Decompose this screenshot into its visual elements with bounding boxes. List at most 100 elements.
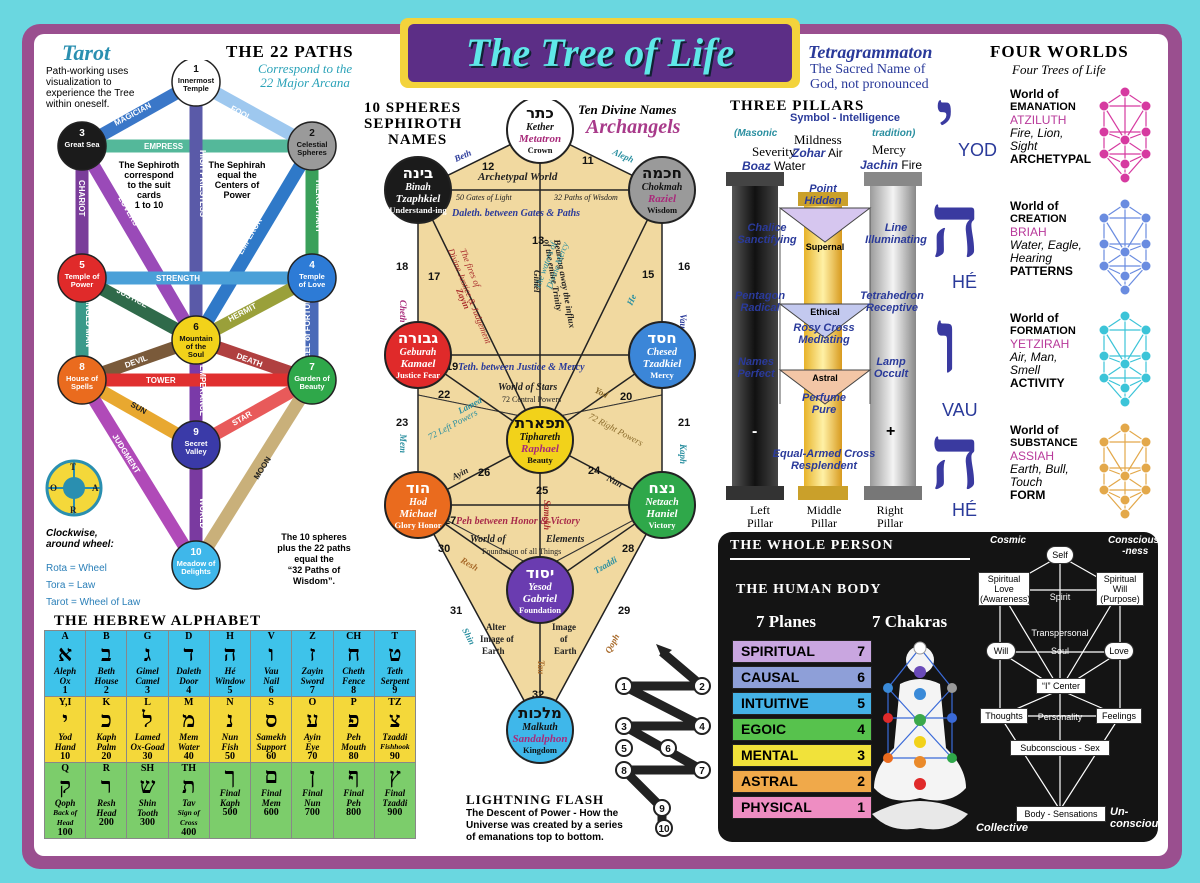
- plane-name: ASTRAL: [741, 773, 798, 789]
- stars-label: World of Stars: [498, 382, 557, 393]
- pillars-symbol: Symbol - Intelligence: [790, 112, 901, 124]
- hebrew-l: Q: [61, 763, 69, 774]
- hebrew-m: Kaph: [219, 798, 240, 808]
- flash-node-number: 3: [621, 722, 627, 733]
- tarot-intro-line: visualization to: [46, 77, 112, 88]
- flash-text-line: of emanations top to bottom.: [466, 832, 604, 843]
- sephirah-meaning: Victory: [648, 520, 676, 530]
- flash-node-circle: [615, 717, 633, 735]
- hebrew-m: Fence: [342, 676, 366, 686]
- flash-node: 5: [615, 739, 633, 757]
- paths-title: THE 22 PATHS: [226, 42, 354, 61]
- hebrew-g: ן: [309, 763, 316, 788]
- tetra-letter-he: ה: [930, 173, 981, 277]
- flash-node-circle: [615, 677, 633, 695]
- hebrew-n: Daleth: [176, 666, 202, 676]
- sephirah-circle: [506, 556, 574, 624]
- conscious-label: Conscious--ness: [1108, 535, 1162, 557]
- names-line: Names: [737, 356, 775, 368]
- path-number: 24: [588, 465, 601, 477]
- wheel-letter: A: [92, 483, 99, 493]
- hebrew-n: Shin: [138, 798, 157, 808]
- flash-node-circle: [615, 761, 633, 779]
- flash-node-number: 10: [658, 824, 670, 835]
- hebrew-g: ף: [347, 763, 360, 788]
- i-center-box: “I” Center: [1036, 678, 1086, 694]
- sephirah-meaning: Crown: [528, 145, 553, 155]
- path-label: JUDGMENT: [110, 432, 141, 475]
- tarot-intro-line: experience the Tree: [46, 88, 135, 99]
- rota-line: Tarot = Wheel of Law: [46, 597, 141, 608]
- sephirah-hebrew: חסד: [647, 329, 676, 347]
- sephirah-hebrew: חכמה: [642, 164, 682, 182]
- paths-note-line: equal the: [294, 554, 334, 564]
- path-number: 20: [620, 391, 632, 403]
- elements-label: Elements: [545, 534, 584, 545]
- path-number: 29: [618, 605, 630, 617]
- hebrew-n: Zayin: [301, 666, 324, 676]
- hebrew-v: 30: [142, 751, 153, 762]
- hebrew-v: 1: [62, 685, 68, 696]
- tarot-node-label: Innermost: [178, 76, 215, 85]
- path-number: 21: [678, 417, 690, 429]
- conscious-line: -ness: [1122, 546, 1149, 557]
- note-line: cards: [136, 190, 162, 200]
- flash-node-number: 8: [621, 766, 627, 777]
- point-line: Point: [809, 183, 837, 195]
- hebrew-l: CH: [346, 631, 362, 642]
- path-letter: Cheth: [398, 300, 408, 323]
- image-line: Earth: [554, 646, 577, 656]
- hebrew-v: 70: [307, 751, 318, 762]
- sephirah-meaning: Understand-ing: [389, 205, 447, 215]
- right-line: Right: [876, 503, 904, 517]
- peh-label: Peh between Honor & Victory: [456, 516, 580, 527]
- sephirah-name: Yesod: [528, 582, 552, 593]
- hebrew-n: Vau: [263, 666, 279, 676]
- tarot-node-circle: [287, 355, 337, 405]
- tetra-letter-vau: ו: [936, 289, 959, 393]
- tarot-node-number: 8: [79, 362, 85, 373]
- middle-line: Pillar: [811, 516, 837, 530]
- hebrew-m: Tzaddi: [382, 798, 408, 808]
- path-number: 30: [438, 543, 450, 555]
- tarot-wheel-icon: T A R O: [45, 459, 103, 517]
- tarot-node-label: House of: [66, 374, 99, 383]
- flash-title: Lightning Flash: [466, 792, 605, 807]
- hebrew-l: P: [350, 697, 357, 708]
- tarot-node-label: Soul: [188, 350, 204, 359]
- tarot-node-label: Beauty: [299, 382, 325, 391]
- path-label: HANGED MAN: [84, 292, 93, 347]
- tarot-node-circle: [287, 253, 337, 303]
- feelings-box: Feelings: [1096, 708, 1142, 724]
- path-letter: Mem: [398, 433, 408, 453]
- hebrew-n: Final: [219, 788, 241, 798]
- zohar-air: Zohar Air: [792, 146, 843, 160]
- hebrew-g: י: [62, 707, 68, 732]
- flash-node-circle: [655, 819, 673, 837]
- tarot-node-label: Spheres: [297, 148, 327, 157]
- minus-sign: -: [752, 423, 757, 440]
- rota-line: Tora = Law: [46, 580, 96, 591]
- hebrew-v: 4: [186, 685, 192, 696]
- human-body-heading: The Human Body: [736, 582, 882, 597]
- hebrew-n: Hé: [224, 666, 236, 676]
- flash-node-number: 2: [699, 682, 705, 693]
- hebrew-v: 300: [140, 817, 156, 828]
